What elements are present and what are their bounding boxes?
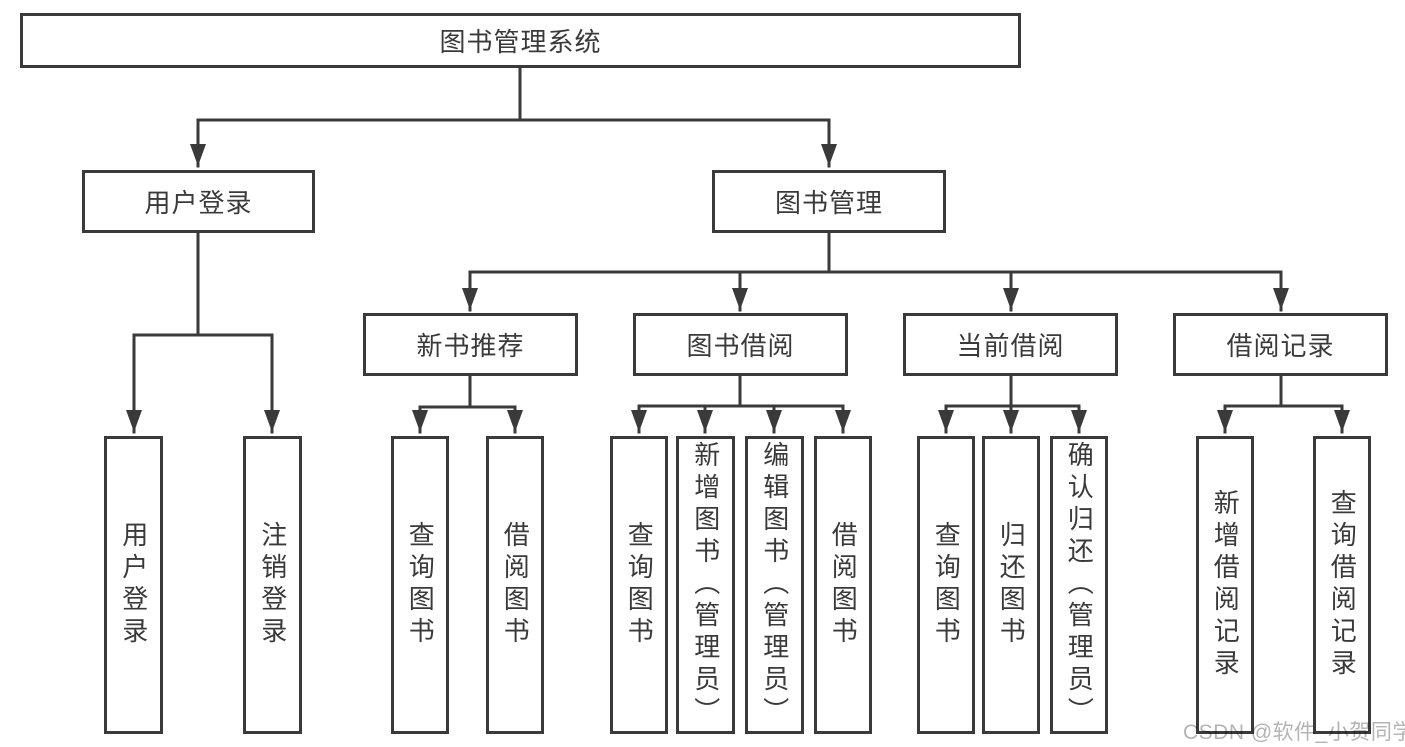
node-new-book-recommend: 新书推荐 xyxy=(363,313,578,376)
node-root-system-label: 图书管理系统 xyxy=(439,27,602,57)
leaf-recommend-borrow-books: 借阅图书 xyxy=(486,436,544,734)
leaf-confirm-return-admin-label: 确认归还（管理员） xyxy=(1064,441,1095,729)
leaf-return-books: 归还图书 xyxy=(982,436,1040,734)
leaf-recommend-query-books: 查询图书 xyxy=(391,436,449,734)
leaf-user-login-label: 用户登录 xyxy=(118,521,149,649)
node-current-borrowing-label: 当前借阅 xyxy=(956,331,1065,361)
leaf-add-books-admin-label: 新增图书（管理员） xyxy=(690,441,721,729)
leaf-add-borrow-record: 新增借阅记录 xyxy=(1196,436,1254,734)
node-root-system: 图书管理系统 xyxy=(20,13,1021,68)
leaf-borrowing-query-books-label: 查询图书 xyxy=(624,521,655,649)
leaf-add-books-admin: 新增图书（管理员） xyxy=(676,436,735,734)
leaf-edit-books-admin: 编辑图书（管理员） xyxy=(745,436,804,734)
leaf-current-query-books: 查询图书 xyxy=(917,436,975,734)
leaf-recommend-borrow-books-label: 借阅图书 xyxy=(500,521,531,649)
node-current-borrowing: 当前借阅 xyxy=(903,313,1118,376)
leaf-query-borrow-record: 查询借阅记录 xyxy=(1313,436,1371,734)
leaf-edit-books-admin-label: 编辑图书（管理员） xyxy=(759,441,790,729)
node-borrowing-records: 借阅记录 xyxy=(1173,313,1388,376)
node-book-borrowing-label: 图书借阅 xyxy=(686,331,795,361)
node-book-management: 图书管理 xyxy=(712,170,946,233)
leaf-borrowing-query-books: 查询图书 xyxy=(610,436,668,734)
leaf-recommend-query-books-label: 查询图书 xyxy=(405,521,436,649)
leaf-logout-label: 注销登录 xyxy=(257,521,288,649)
node-new-book-recommend-label: 新书推荐 xyxy=(416,331,525,361)
node-book-management-label: 图书管理 xyxy=(774,188,883,218)
leaf-user-login: 用户登录 xyxy=(104,436,163,734)
node-user-login: 用户登录 xyxy=(82,170,315,233)
leaf-return-books-label: 归还图书 xyxy=(996,521,1027,649)
leaf-logout: 注销登录 xyxy=(243,436,302,734)
leaf-query-borrow-record-label: 查询借阅记录 xyxy=(1327,489,1358,681)
leaf-borrowing-borrow-books-label: 借阅图书 xyxy=(828,521,859,649)
node-book-borrowing: 图书借阅 xyxy=(633,313,848,376)
csdn-watermark: CSDN @软件_小贺同学 xyxy=(1183,721,1405,744)
leaf-add-borrow-record-label: 新增借阅记录 xyxy=(1210,489,1241,681)
leaf-current-query-books-label: 查询图书 xyxy=(931,521,962,649)
leaf-borrowing-borrow-books: 借阅图书 xyxy=(814,436,872,734)
leaf-confirm-return-admin: 确认归还（管理员） xyxy=(1050,436,1108,734)
node-borrowing-records-label: 借阅记录 xyxy=(1226,331,1335,361)
node-user-login-label: 用户登录 xyxy=(144,188,253,218)
